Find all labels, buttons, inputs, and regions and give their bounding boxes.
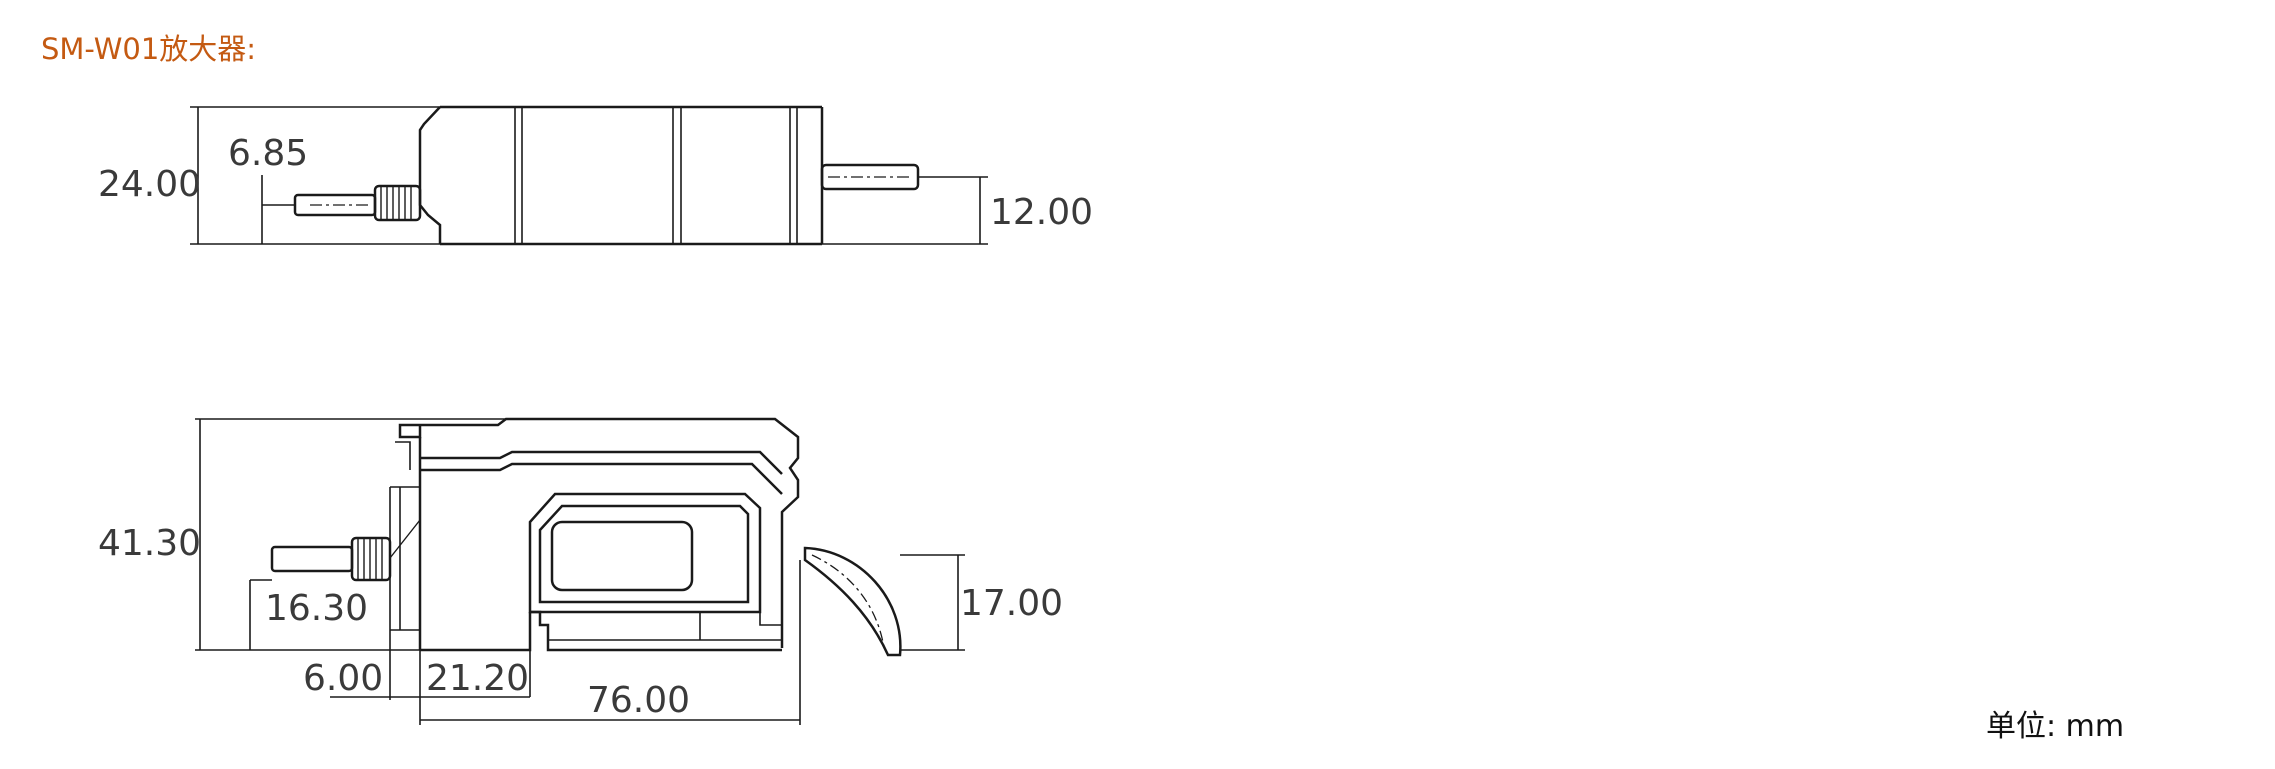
top-view-left-cable <box>293 184 422 222</box>
top-view-body <box>418 105 824 246</box>
side-height-label: 41.30 <box>98 523 201 564</box>
side-length-label: 76.00 <box>587 680 690 721</box>
side-rail-width-label: 21.20 <box>426 658 529 699</box>
side-offset-label: 6.00 <box>303 658 383 699</box>
diagram-title: SM-W01放大器: <box>41 32 257 66</box>
side-view-left-cable <box>270 536 392 582</box>
top-view-dimension-lines <box>190 106 988 245</box>
side-connector-height-label: 16.30 <box>265 588 368 629</box>
top-view-right-cable <box>820 163 920 191</box>
top-height-label: 24.00 <box>98 164 201 205</box>
top-cable-height-label: 12.00 <box>990 192 1093 233</box>
side-rail-height-label: 17.00 <box>960 583 1063 624</box>
top-connector-offset-label: 6.85 <box>228 133 308 174</box>
unit-label: 单位: mm <box>1986 709 2125 744</box>
side-view-right-clip <box>803 546 902 657</box>
side-view-dimension-lines <box>195 418 965 725</box>
side-view-body <box>389 417 800 652</box>
